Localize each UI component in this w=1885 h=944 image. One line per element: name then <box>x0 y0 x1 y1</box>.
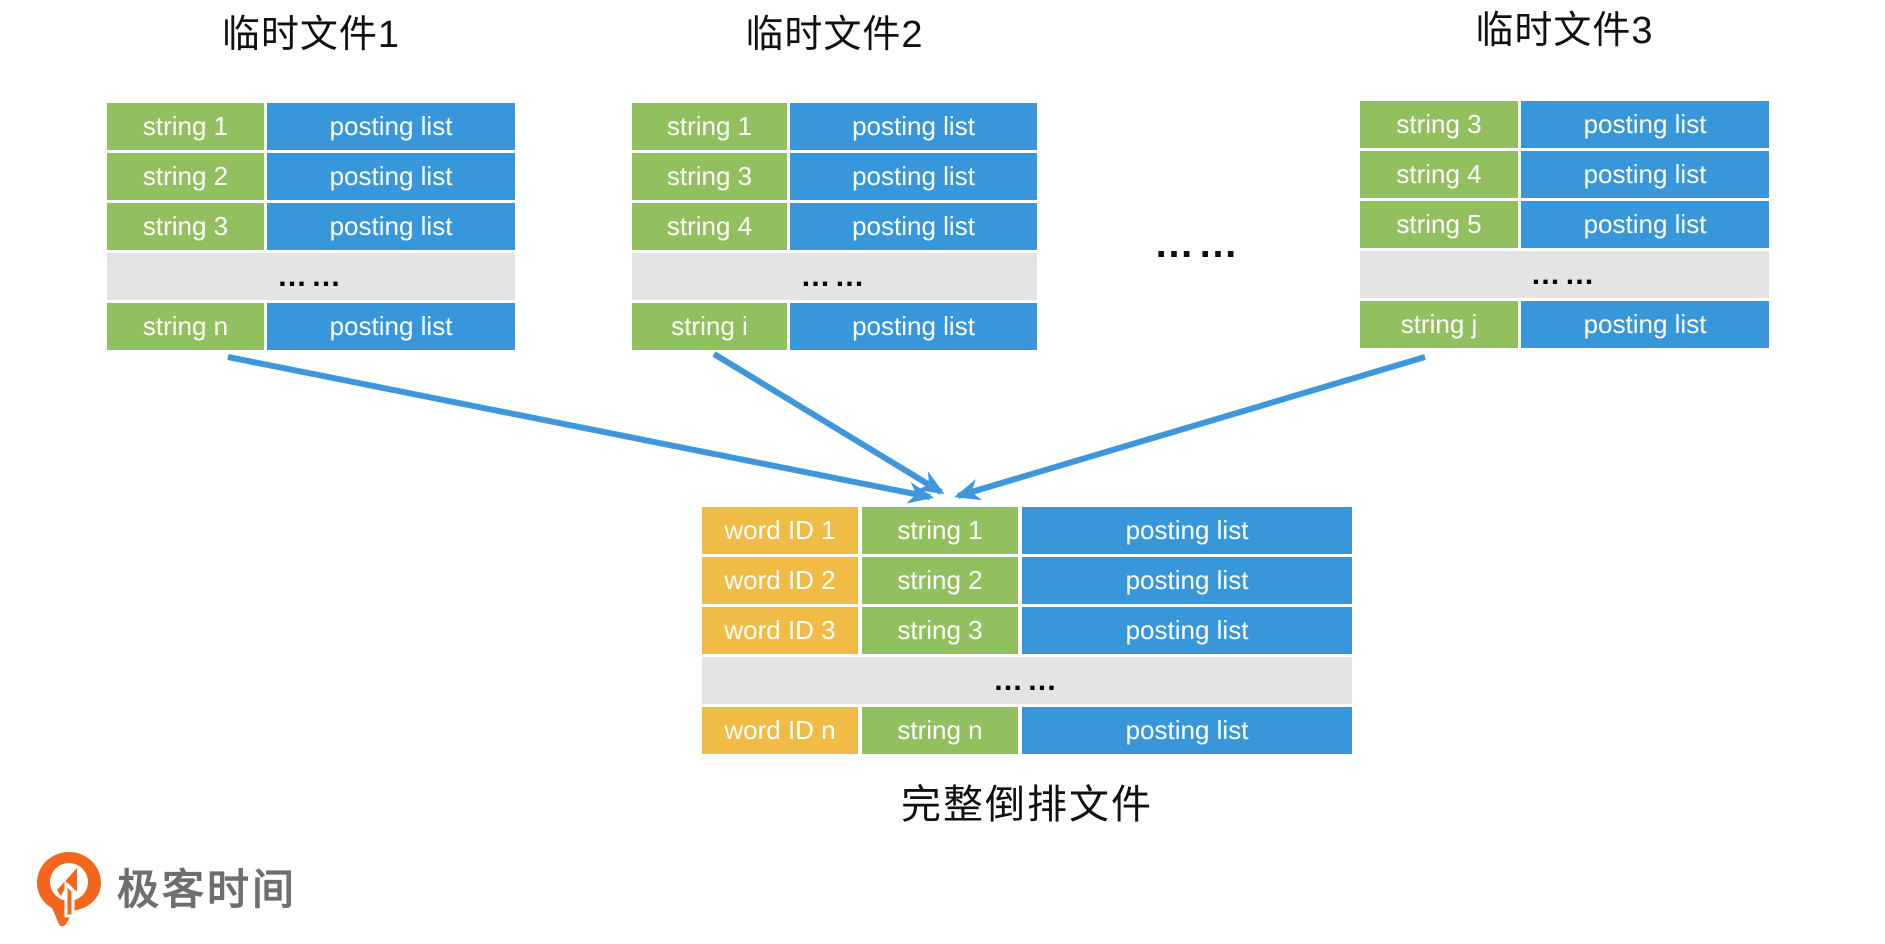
ellipsis-row: …… <box>1360 251 1769 298</box>
table-row: string 3 posting list <box>107 203 515 250</box>
ellipsis-row: …… <box>632 253 1037 300</box>
geektime-logo-icon <box>37 852 101 927</box>
posting-list-cell: posting list <box>267 103 515 150</box>
posting-list-cell: posting list <box>267 303 515 350</box>
posting-list-cell: posting list <box>790 153 1037 200</box>
string-cell: string j <box>1360 301 1518 348</box>
geektime-logo-text: 极客时间 <box>117 866 298 913</box>
merged-inverted-file-table: word ID 1 string 1 posting list word ID … <box>702 507 1352 757</box>
posting-list-cell: posting list <box>1022 607 1352 654</box>
temp-file-1-title: 临时文件1 <box>221 14 401 56</box>
table-row: string j posting list <box>1360 301 1769 348</box>
geektime-logo: 极客时间 <box>33 850 297 930</box>
table-row: word ID 1 string 1 posting list <box>702 507 1352 554</box>
arrow-from-temp-file-1 <box>227 354 934 504</box>
ellipsis-row: …… <box>107 253 515 300</box>
posting-list-cell: posting list <box>1521 301 1769 348</box>
word-id-cell: word ID 2 <box>702 557 858 604</box>
table-row: string 3 posting list <box>632 153 1037 200</box>
string-cell: string n <box>862 707 1018 754</box>
word-id-cell: word ID 1 <box>702 507 858 554</box>
word-id-cell: word ID 3 <box>702 607 858 654</box>
temp-file-3-title: 临时文件3 <box>1475 10 1654 52</box>
ellipsis-row: …… <box>702 657 1352 704</box>
string-cell: string 3 <box>632 153 787 200</box>
table-row: string 5 posting list <box>1360 201 1769 248</box>
string-cell: string 1 <box>862 507 1018 554</box>
posting-list-cell: posting list <box>790 203 1037 250</box>
string-cell: string 2 <box>862 557 1018 604</box>
arrow-from-temp-file-3 <box>954 354 1426 501</box>
table-row: string 1 posting list <box>632 103 1037 150</box>
temp-file-table-1: string 1 posting list string 2 posting l… <box>107 103 515 353</box>
posting-list-cell: posting list <box>790 103 1037 150</box>
table-row: string 3 posting list <box>1360 101 1769 148</box>
temp-file-2-title: 临时文件2 <box>745 14 924 56</box>
table-row: word ID 3 string 3 posting list <box>702 607 1352 654</box>
string-cell: string 3 <box>107 203 264 250</box>
table-row: string n posting list <box>107 303 515 350</box>
string-cell: string 3 <box>1360 101 1518 148</box>
string-cell: string 3 <box>862 607 1018 654</box>
string-cell: string 1 <box>107 103 264 150</box>
table-row: string 4 posting list <box>632 203 1037 250</box>
posting-list-cell: posting list <box>1022 507 1352 554</box>
string-cell: string n <box>107 303 264 350</box>
string-cell: string i <box>632 303 787 350</box>
string-cell: string 4 <box>632 203 787 250</box>
posting-list-cell: posting list <box>790 303 1037 350</box>
posting-list-cell: posting list <box>267 153 515 200</box>
table-row: string 4 posting list <box>1360 151 1769 198</box>
posting-list-cell: posting list <box>1022 707 1352 754</box>
table-row: string 1 posting list <box>107 103 515 150</box>
separator-ellipsis: …… <box>1154 222 1242 266</box>
string-cell: string 5 <box>1360 201 1518 248</box>
table-row: string 2 posting list <box>107 153 515 200</box>
word-id-cell: word ID n <box>702 707 858 754</box>
table-row: string i posting list <box>632 303 1037 350</box>
merged-table-title: 完整倒排文件 <box>901 783 1153 827</box>
table-row: word ID 2 string 2 posting list <box>702 557 1352 604</box>
posting-list-cell: posting list <box>267 203 515 250</box>
string-cell: string 2 <box>107 153 264 200</box>
string-cell: string 1 <box>632 103 787 150</box>
table-row: word ID n string n posting list <box>702 707 1352 754</box>
string-cell: string 4 <box>1360 151 1518 198</box>
posting-list-cell: posting list <box>1521 151 1769 198</box>
temp-file-table-2: string 1 posting list string 3 posting l… <box>632 103 1037 353</box>
temp-file-table-3: string 3 posting list string 4 posting l… <box>1360 101 1769 351</box>
posting-list-cell: posting list <box>1022 557 1352 604</box>
arrow-from-temp-file-2 <box>712 351 945 495</box>
posting-list-cell: posting list <box>1521 201 1769 248</box>
posting-list-cell: posting list <box>1521 101 1769 148</box>
